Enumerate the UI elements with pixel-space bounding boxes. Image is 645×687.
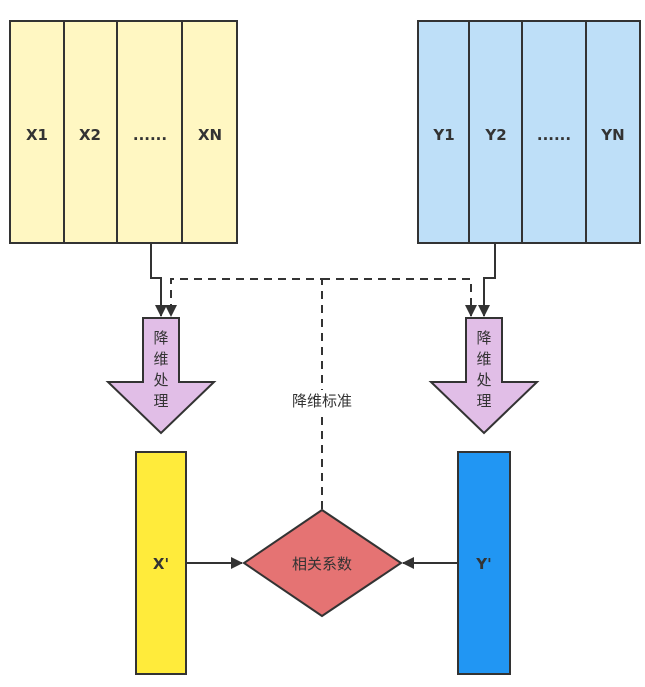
left-process-char-1: 降 — [153, 329, 168, 347]
down-arrow-shape — [105, 317, 217, 435]
standard-to-right-connector — [322, 278, 477, 317]
y-cell-n — [585, 20, 641, 244]
y-prime-block: Y' — [457, 451, 511, 675]
x-cell-n — [181, 20, 238, 244]
y-prime-rect — [457, 451, 511, 675]
right-process-char-2: 维 — [476, 350, 491, 368]
right-process-char-3: 处 — [476, 371, 491, 389]
x-cell-n-label: XN — [198, 126, 222, 144]
left-process-char-2: 维 — [153, 350, 168, 368]
y-prime-label: Y' — [475, 555, 491, 573]
left-reduce-process-arrow: 降 维 处 理 — [105, 317, 217, 435]
diamond-shape — [242, 508, 403, 618]
left-process-char-4: 理 — [153, 392, 168, 410]
right-process-char-4: 理 — [476, 392, 491, 410]
x-variable-group: X1 X2 ...... XN — [9, 20, 238, 244]
x-prime-rect — [135, 451, 187, 675]
x-cell-1-label: X1 — [26, 126, 48, 144]
left-process-char-3: 处 — [153, 371, 168, 389]
x-cell-ellipsis — [116, 20, 183, 244]
y-cell-1 — [417, 20, 470, 244]
right-reduce-process-arrow: 降 维 处 理 — [428, 317, 540, 435]
x-cell-2 — [63, 20, 118, 244]
y-cell-ellipsis — [521, 20, 587, 244]
x-cell-ellipsis-label: ...... — [133, 126, 167, 144]
y-to-process-connector — [478, 243, 496, 317]
y-cell-2-label: Y2 — [484, 126, 506, 144]
x-prime-block: X' — [135, 451, 187, 675]
right-process-char-1: 降 — [476, 329, 491, 347]
y-cell-2 — [468, 20, 523, 244]
correlation-label: 相关系数 — [292, 555, 352, 573]
y-cell-ellipsis-label: ...... — [537, 126, 571, 144]
standard-label-bg — [287, 390, 357, 412]
x-cell-1 — [9, 20, 65, 244]
y-variable-group: Y1 Y2 ...... YN — [417, 20, 641, 244]
correlation-decision: 相关系数 — [242, 508, 403, 618]
y-cell-n-label: YN — [600, 126, 624, 144]
standard-label: 降维标准 — [292, 392, 352, 410]
x-cell-2-label: X2 — [79, 126, 101, 144]
down-arrow-shape — [428, 317, 540, 435]
x-to-process-connector — [150, 243, 167, 317]
y-cell-1-label: Y1 — [432, 126, 454, 144]
x-prime-label: X' — [153, 555, 169, 573]
